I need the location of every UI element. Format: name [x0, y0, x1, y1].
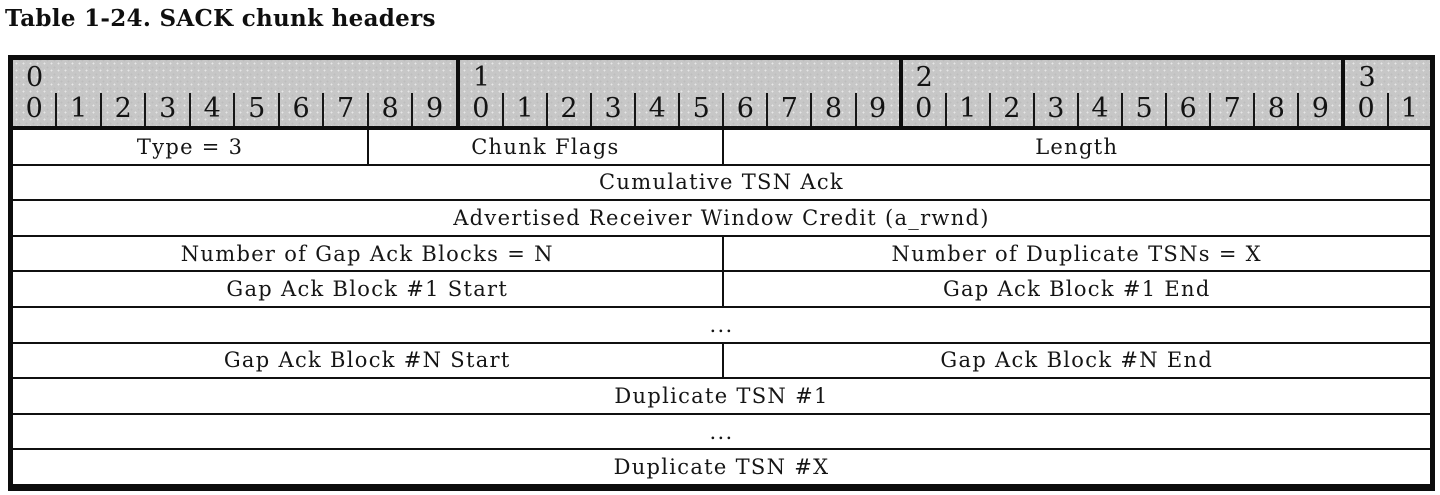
field-row: Cumulative TSN Ack [13, 163, 1430, 200]
bit-number: 0 [472, 93, 490, 124]
field-cell: Duplicate TSN #1 [614, 383, 829, 408]
bit-number: 3 [144, 93, 188, 126]
bit-number: 4 [1076, 93, 1121, 126]
bit-tens-label: 3 [1358, 62, 1376, 93]
bit-number: 0 [915, 93, 933, 124]
bit-number: 6 [277, 93, 322, 126]
bit-tens-label: 2 [915, 62, 933, 93]
field-cell: Chunk Flags [367, 130, 721, 164]
bit-number: 1 [501, 93, 546, 126]
field-cell: Advertised Receiver Window Credit (a_rwn… [453, 205, 990, 230]
bit-number: 2 [988, 93, 1033, 126]
field-cell: Cumulative TSN Ack [599, 170, 844, 195]
bit-number: 5 [1121, 93, 1165, 126]
field-cell: ... [709, 419, 734, 444]
field-row: Gap Ack Block #1 Start Gap Ack Block #1 E… [13, 270, 1430, 306]
bit-tens-label: 0 [26, 62, 44, 93]
field-cell: Number of Gap Ack Blocks = N [180, 241, 554, 266]
field-row: Duplicate TSN #X [13, 448, 1430, 484]
bit-number: 3 [1032, 93, 1077, 126]
field-cell: Duplicate TSN #X [613, 455, 830, 480]
field-row: ... [13, 305, 1430, 342]
field-cell: Gap Ack Block #N Start [223, 348, 511, 373]
field-cell: Gap Ack Block #N End [721, 343, 1431, 378]
field-row: Advertised Receiver Window Credit (a_rwn… [13, 199, 1430, 235]
field-cell: Type = 3 [136, 134, 244, 159]
field-cell: Number of Duplicate TSNs = X [721, 236, 1431, 271]
field-row: Gap Ack Block #N Start Gap Ack Block #N E… [13, 341, 1431, 378]
bit-number: 1 [55, 93, 99, 126]
bit-number: 0 [25, 93, 43, 124]
bit-number: 1 [1386, 93, 1430, 126]
bit-number: 5 [233, 93, 277, 126]
bit-number: 7 [1209, 93, 1253, 126]
bit-number: 8 [810, 93, 854, 126]
bit-number: 7 [766, 93, 810, 126]
field-row: Duplicate TSN #1 [13, 377, 1430, 413]
bit-tens-label: 1 [472, 62, 490, 93]
bit-number: 1 [944, 93, 989, 126]
field-cell: Length [721, 130, 1431, 164]
bit-number: 9 [854, 93, 899, 126]
field-cell: ... [709, 312, 734, 337]
field-cell: Gap Ack Block #1 End [721, 272, 1431, 306]
bit-number: 5 [678, 93, 722, 126]
bit-number: 6 [1165, 93, 1209, 126]
field-row: ... [13, 412, 1430, 449]
bit-number: 2 [99, 93, 144, 126]
bit-number: 3 [590, 93, 634, 126]
table-caption: Table 1-24. SACK chunk headers [5, 5, 436, 32]
field-cell: Gap Ack Block #1 Start [226, 277, 509, 302]
bit-number: 4 [634, 93, 678, 126]
bit-number: 7 [322, 93, 366, 126]
bit-number: 2 [545, 93, 590, 126]
bit-number: 4 [188, 93, 233, 126]
bit-number: 9 [411, 93, 455, 126]
bit-number: 9 [1297, 93, 1341, 126]
bit-number: 0 [1357, 93, 1375, 124]
bit-number: 8 [366, 93, 411, 126]
bit-number: 8 [1253, 93, 1297, 126]
bit-number: 6 [722, 93, 766, 126]
field-row: Number of Gap Ack Blocks = N Number of Du… [13, 234, 1431, 271]
